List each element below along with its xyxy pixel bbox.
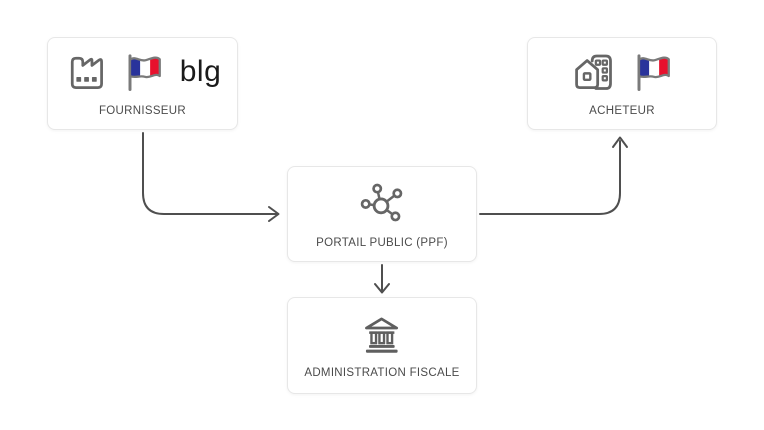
ppf-icon-row: [359, 180, 405, 226]
edge-ppf-to-administration-fiscale: [374, 264, 390, 294]
hub-network-icon: [359, 180, 405, 226]
acheteur-label: ACHETEUR: [589, 105, 655, 117]
administration-fiscale-label: ADMINISTRATION FISCALE: [304, 367, 460, 379]
node-fournisseur: blg FOURNISSEUR: [47, 37, 238, 130]
france-flag-icon: [123, 51, 165, 93]
node-portail-public: PORTAIL PUBLIC (PPF): [287, 166, 477, 262]
portail-public-label: PORTAIL PUBLIC (PPF): [316, 236, 448, 249]
node-administration-fiscale: ADMINISTRATION FISCALE: [287, 297, 477, 394]
fiscale-icon-row: [360, 312, 404, 356]
blg-logo: blg: [179, 55, 222, 88]
fournisseur-icon-row: blg: [64, 50, 222, 94]
acheteur-icon-row: [571, 50, 674, 94]
bank-icon: [360, 312, 404, 356]
edge-ppf-to-acheteur: [479, 136, 628, 215]
france-flag-icon: [632, 51, 674, 93]
fournisseur-label: FOURNISSEUR: [98, 105, 186, 117]
edge-fournisseur-to-ppf: [142, 132, 280, 222]
home-building-icon: [571, 50, 617, 94]
factory-icon: [64, 50, 108, 94]
node-acheteur: ACHETEUR: [527, 37, 717, 130]
